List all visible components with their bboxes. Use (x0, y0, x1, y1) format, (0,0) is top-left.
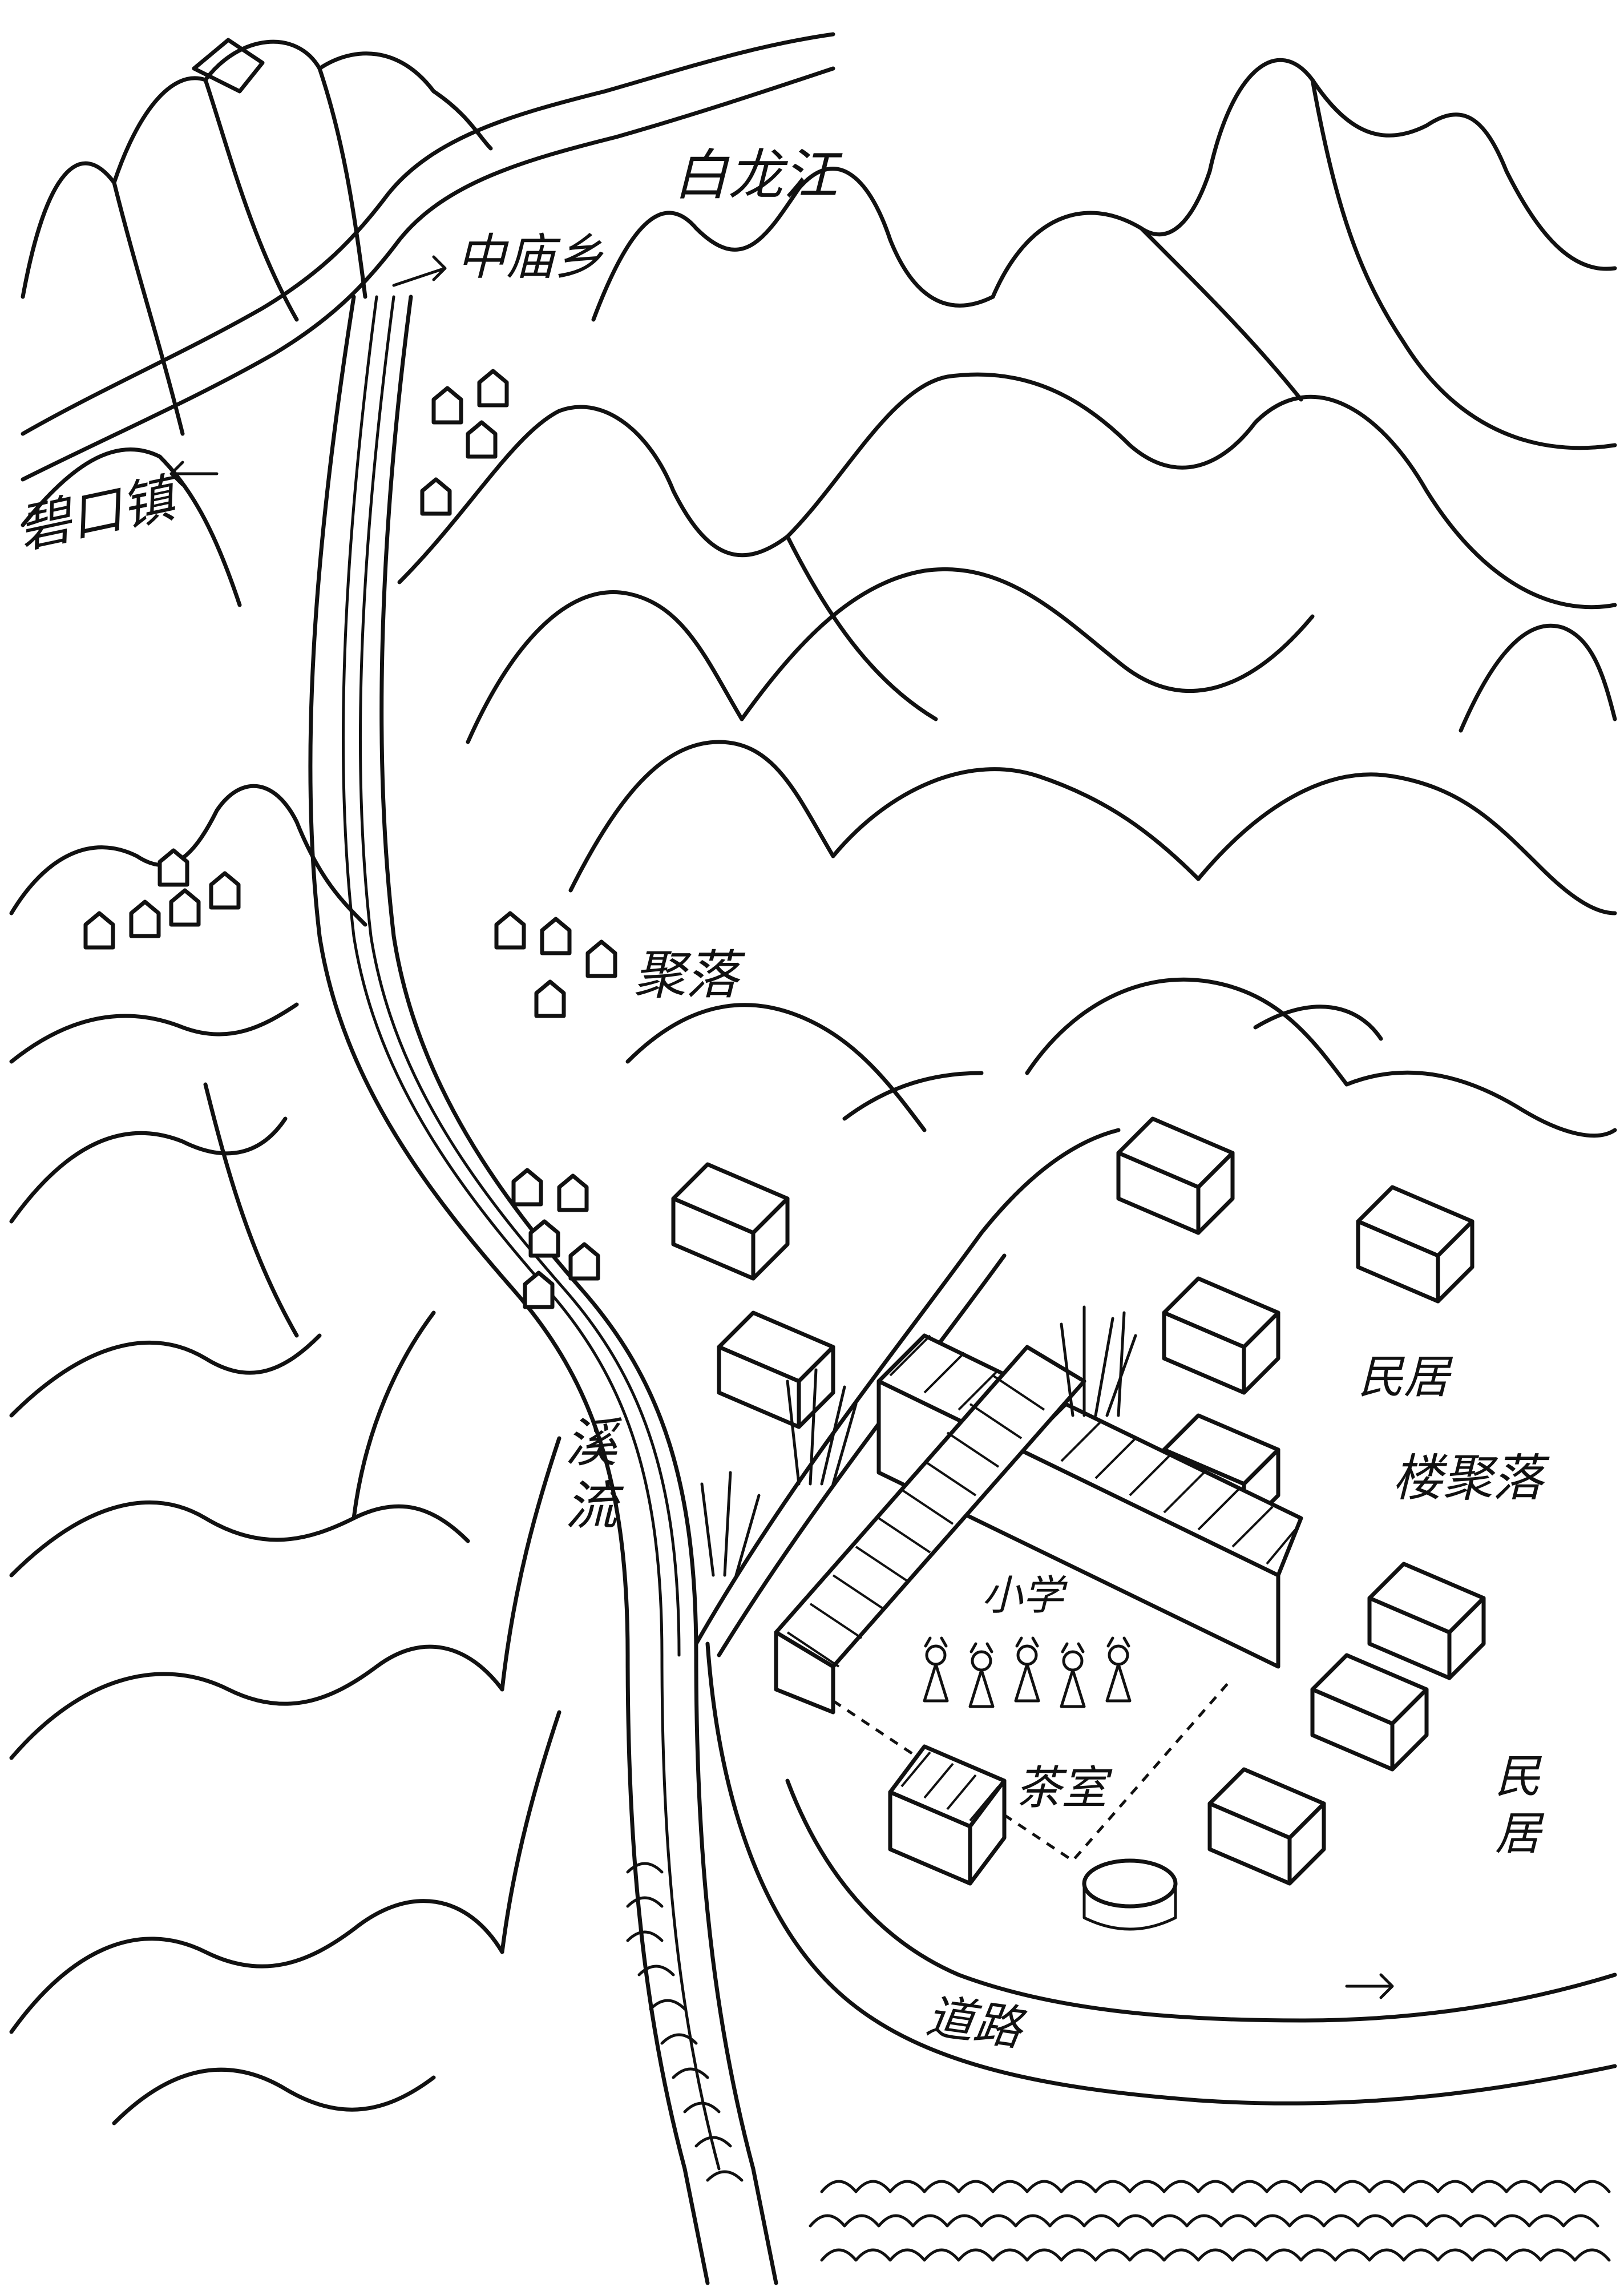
person-icon (1105, 1636, 1132, 1703)
house-icon (536, 982, 564, 1016)
house-cluster-left (86, 850, 239, 947)
arrows (169, 255, 1394, 1999)
person-icon (1060, 1642, 1086, 1708)
house-icon (525, 1273, 552, 1307)
residence-label-2: 民居 (1495, 1750, 1545, 1860)
stream-label: 溪流 (565, 1413, 624, 1536)
main-river (21, 32, 835, 482)
residence-building (1210, 1769, 1324, 1883)
house-icon (588, 942, 615, 976)
residence-building (1164, 1278, 1278, 1393)
residence-label-1: 民居 (1358, 1350, 1453, 1403)
people-group (923, 1636, 1132, 1708)
river-label: 白龙江 (673, 143, 843, 207)
house-cluster-middle (496, 913, 615, 1016)
residence-building (1370, 1564, 1484, 1678)
house-icon (571, 1244, 598, 1278)
grass-icon (1060, 1305, 1137, 1417)
arrow-icon (1345, 1973, 1394, 1999)
stream (308, 295, 778, 2285)
zhongmiao-label: 中庙乡 (457, 229, 604, 286)
person-icon (923, 1636, 949, 1703)
house-icon (496, 913, 524, 947)
river-waves (809, 2180, 1611, 2262)
mountain-ridges (9, 38, 1617, 2125)
cluster-label: 聚落 (633, 945, 746, 1006)
grass-icon (786, 1368, 858, 1486)
road-label: 道路 (923, 1988, 1029, 2057)
bikou-label: 碧口镇 (13, 466, 186, 560)
arrow-icon (169, 461, 219, 487)
residence-building (1118, 1119, 1233, 1233)
road (694, 1128, 1617, 2106)
house-icon (479, 371, 507, 405)
grass-icon (700, 1471, 761, 1577)
house-icon (211, 873, 239, 907)
house-icon (468, 422, 495, 457)
residence-building (1358, 1187, 1472, 1301)
grass-tufts (700, 1305, 1137, 1577)
house-cluster-upper (422, 371, 507, 514)
map-labels: 白龙江 中庙乡 碧口镇 聚落 溪流 民居 楼聚落 小学 茶室 民居 道路 (13, 143, 1550, 2057)
house-icon (422, 479, 450, 514)
house-icon (434, 388, 461, 422)
house-icon (86, 913, 113, 947)
house-icon (514, 1170, 541, 1204)
person-icon (1014, 1636, 1040, 1703)
person-icon (968, 1642, 995, 1708)
dwelling-cluster-label: 楼聚落 (1392, 1449, 1550, 1507)
school-label: 小学 (981, 1571, 1068, 1619)
house-icon (131, 902, 159, 936)
school-building (774, 1333, 1303, 1863)
house-cluster-lower (514, 1170, 598, 1307)
residence-building (673, 1164, 787, 1278)
house-icon (171, 890, 199, 925)
well-icon (1082, 1858, 1178, 1931)
house-icon (531, 1221, 558, 1256)
arrow-icon (392, 255, 447, 287)
house-icon (559, 1176, 587, 1210)
house-icon (542, 919, 569, 953)
residence-building (1312, 1655, 1427, 1769)
teahouse-label: 茶室 (1016, 1761, 1113, 1814)
teahouse-building (888, 1744, 1007, 1886)
